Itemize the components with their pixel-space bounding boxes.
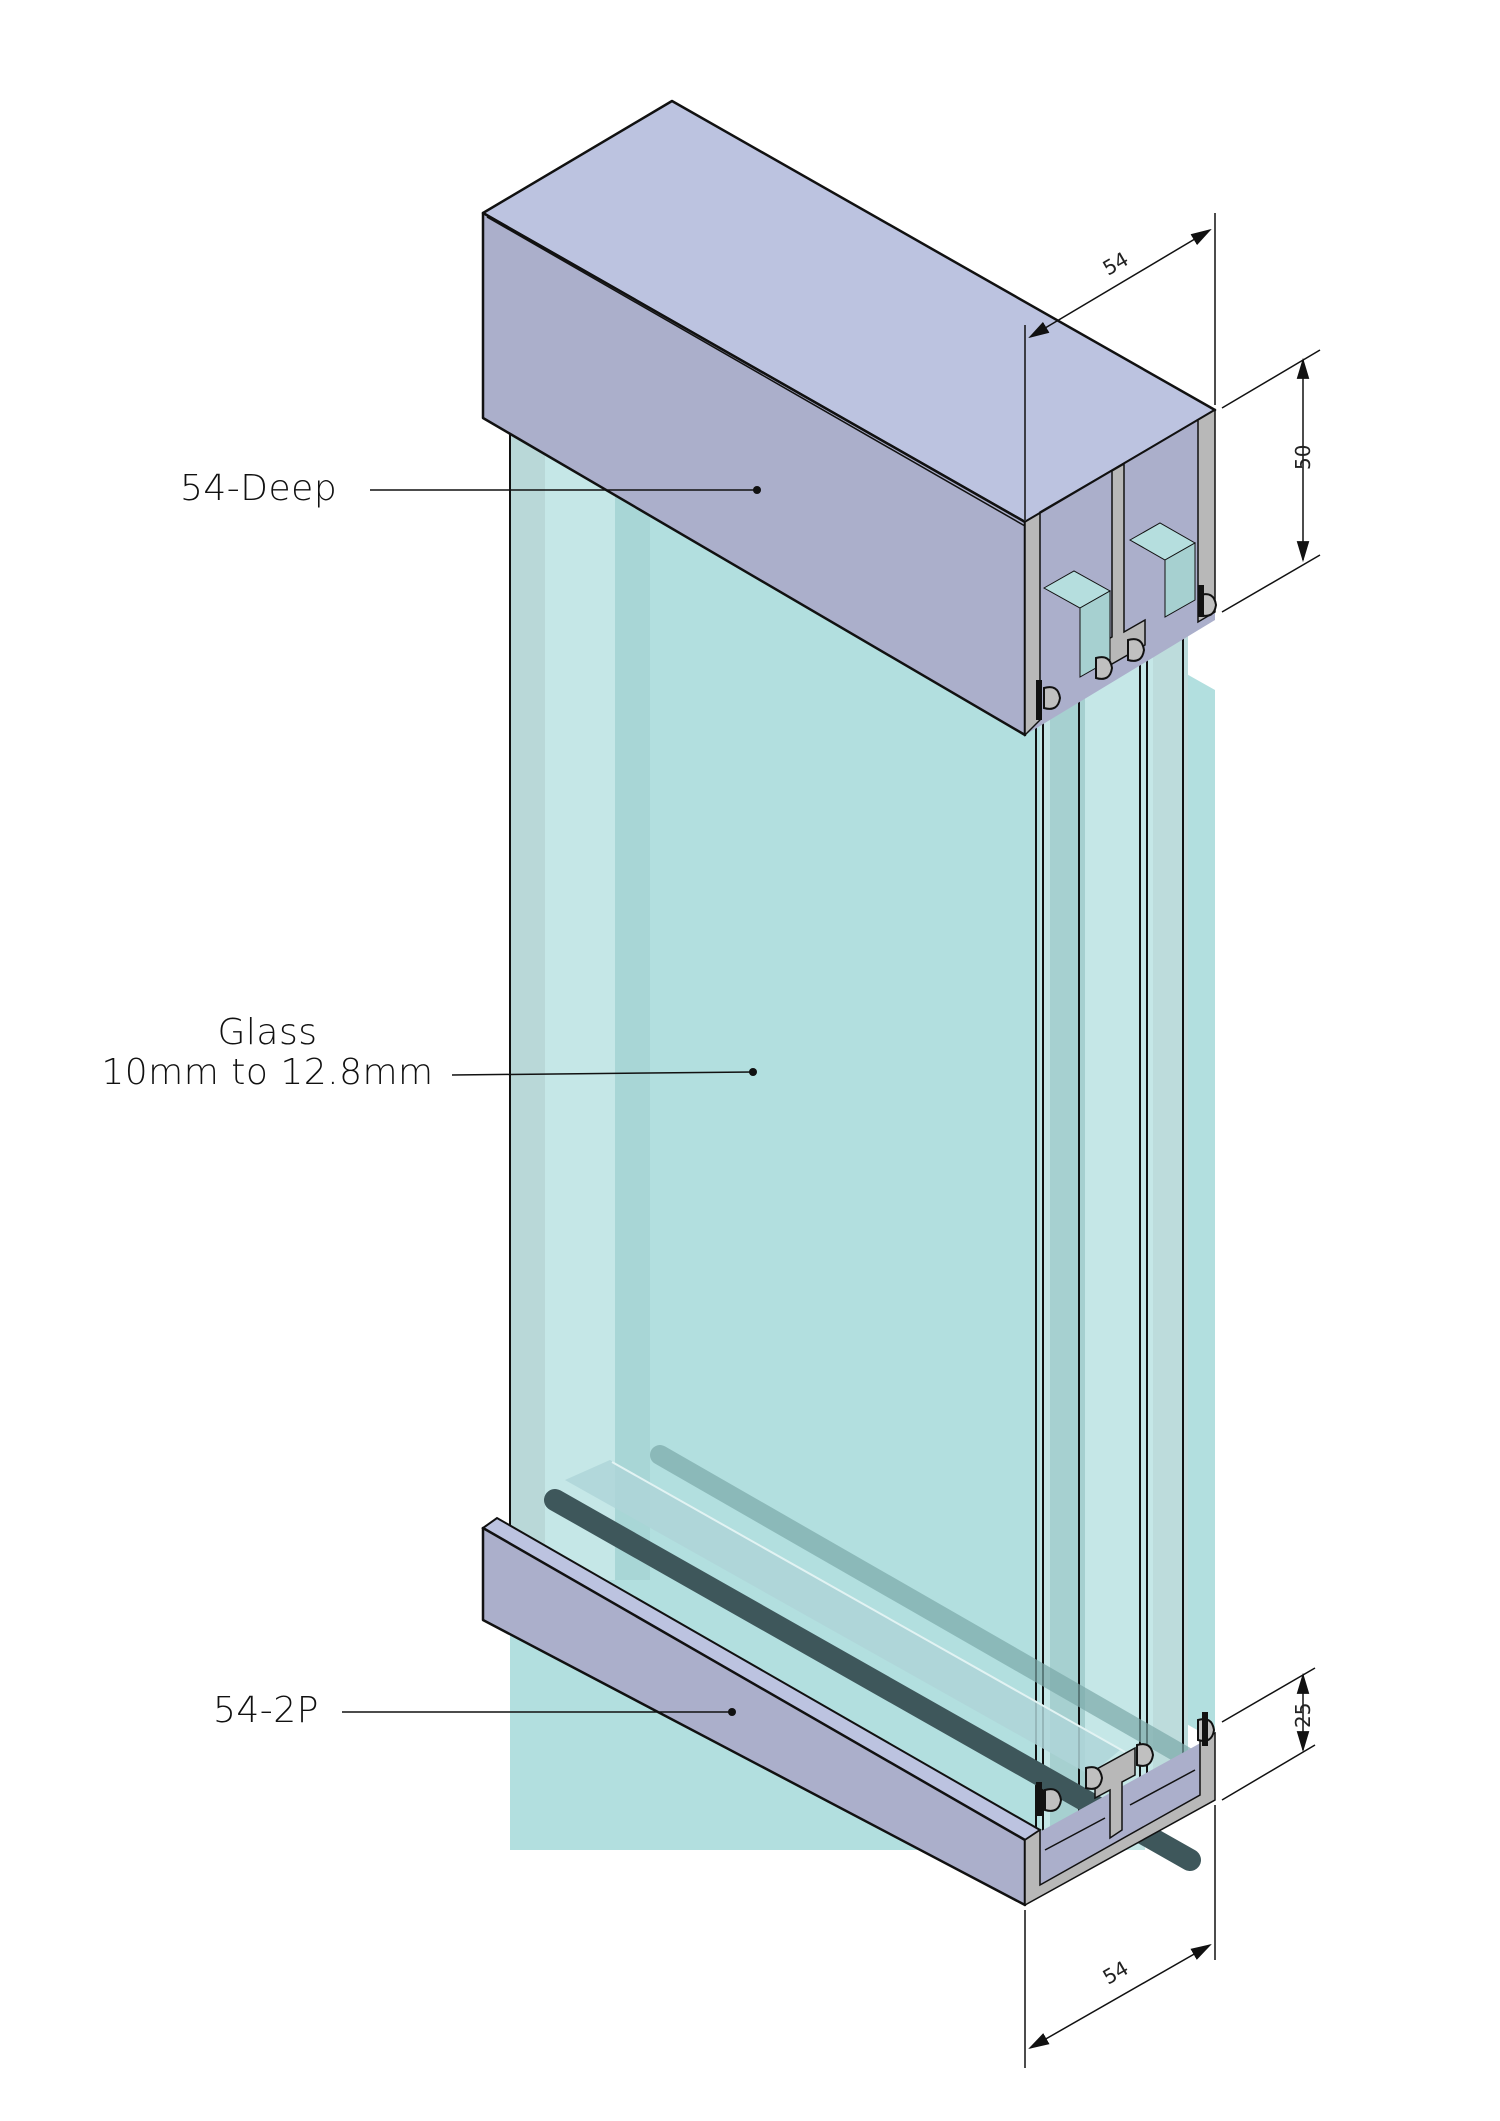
glass-panels [509,400,1215,1871]
dim-top-width-value: 54 [1099,247,1133,281]
label-bottom-profile: 54-2P [213,1690,319,1731]
leader-dot-glass [749,1068,757,1076]
dim-bottom-width-value: 54 [1099,1956,1133,1990]
leader-dot-top-profile [753,486,761,494]
leader-dot-bottom-profile [728,1708,736,1716]
dim-top-height-value: 50 [1291,445,1315,470]
top-profile-54-deep [481,99,1218,737]
label-glass-title: Glass [217,1012,318,1053]
leader-lines [342,486,761,1716]
label-glass-thickness: 10mm to 12.8mm [101,1052,434,1093]
dimension-top-height: 50 [1221,349,1321,613]
dimension-bottom-height: 25 [1221,1667,1316,1801]
label-top-profile: 54-Deep [180,468,338,509]
bottom-profile-54-2p [481,1516,1216,1907]
dim-bottom-height-value: 25 [1291,1703,1315,1728]
